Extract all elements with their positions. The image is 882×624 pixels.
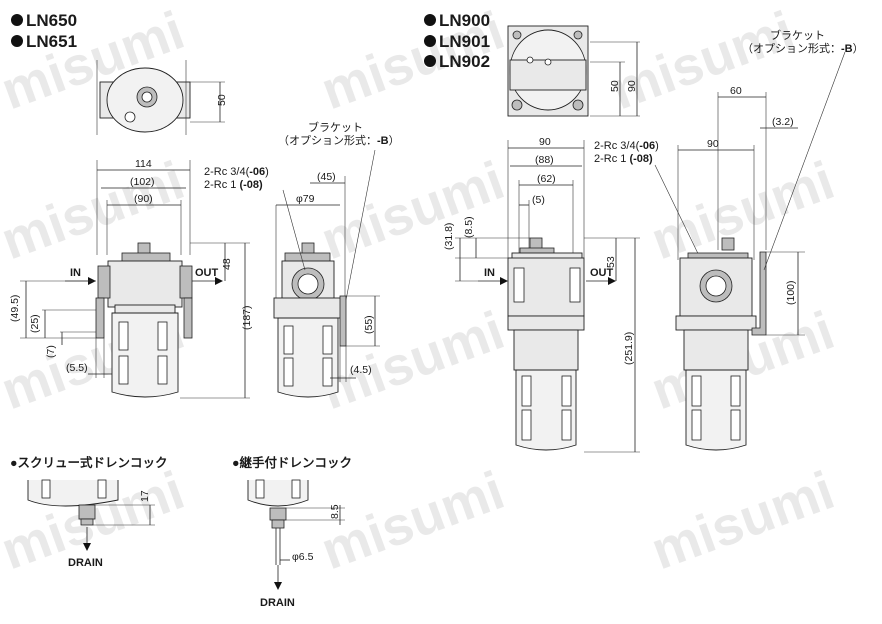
dim-label: (62)	[537, 173, 556, 185]
section-title: ●スクリュー式ドレンコック	[10, 455, 168, 470]
bracket-note-large: ブラケット （オプション形式：-B）	[742, 28, 864, 55]
large-top-view: 50 90	[507, 25, 640, 117]
model-name: LN902	[439, 52, 490, 71]
dim-label: (31.8)	[443, 223, 455, 250]
flow-out-label: OUT	[195, 267, 219, 279]
dim-label: (5)	[532, 194, 545, 206]
flow-in-label: IN	[484, 267, 495, 279]
drain-fitting-detail: ●継手付ドレンコック 8.5 φ6.5 DRAIN	[232, 455, 352, 609]
dim-label: (100)	[785, 280, 797, 305]
models-large-title: LN900 LN901 LN902	[424, 11, 490, 71]
dim-label: (102)	[130, 176, 155, 188]
small-front-view: 114 (102) (90) IN OUT 48 (187)	[9, 158, 253, 399]
drain-label: DRAIN	[260, 597, 295, 609]
bracket-label-line1: ブラケット	[770, 28, 825, 42]
dim-label: φ6.5	[292, 551, 314, 563]
port-label-line2: 2-Rc 1 (-08)	[204, 179, 263, 191]
dim-label: (55)	[363, 315, 375, 334]
arrow-right-icon	[500, 277, 508, 285]
bullet-icon	[424, 55, 436, 67]
dim-label: 90	[539, 136, 551, 148]
bracket-label-line1: ブラケット	[308, 120, 363, 134]
bracket-note-small: ブラケット （オプション形式：-B）	[278, 120, 400, 147]
models-small-title: LN650 LN651	[11, 11, 77, 51]
flow-in-label: IN	[70, 267, 81, 279]
dim-label: (5.5)	[66, 362, 88, 374]
bullet-icon	[424, 14, 436, 26]
dim-label: 90	[707, 138, 719, 150]
port-label-line1: 2-Rc 3/4(-06)	[594, 140, 659, 152]
dim-label: (49.5)	[9, 295, 21, 322]
bullet-icon	[424, 35, 436, 47]
port-label-line2: 2-Rc 1 (-08)	[594, 153, 653, 165]
arrow-down-icon	[274, 582, 282, 590]
large-front-view: 90 (88) (62) (5) IN OUT (31.8)	[443, 136, 640, 453]
dim-label: (4.5)	[350, 364, 372, 376]
drain-label: DRAIN	[68, 557, 103, 569]
watermark: misumi	[314, 150, 512, 271]
watermark: misumi	[604, 0, 802, 121]
dim-label: (90)	[134, 193, 153, 205]
bracket-label-line2: （オプション形式：-B）	[742, 42, 864, 55]
small-top-view: 50	[96, 60, 228, 135]
dim-label: 90	[626, 80, 638, 92]
dim-label: 50	[609, 80, 621, 92]
watermark: misumi	[644, 460, 842, 581]
bullet-icon	[11, 35, 23, 47]
model-name: LN900	[439, 11, 490, 30]
model-name: LN651	[26, 32, 77, 51]
watermark: misumi	[314, 460, 512, 581]
dim-label: 114	[135, 158, 152, 170]
port-note-small: 2-Rc 3/4(-06) 2-Rc 1 (-08)	[204, 166, 269, 191]
dim-label: (7)	[45, 345, 57, 358]
dim-label: (25)	[29, 314, 41, 333]
dim-label: 17	[139, 490, 151, 502]
dim-label: (8.5)	[463, 216, 475, 238]
model-name: LN650	[26, 11, 77, 30]
bullet-icon	[11, 14, 23, 26]
arrow-right-icon	[608, 277, 616, 285]
dim-label: (45)	[317, 171, 336, 183]
dim-label: (88)	[535, 154, 554, 166]
dim-label: φ79	[296, 193, 315, 205]
dim-label: 60	[730, 85, 742, 97]
arrow-down-icon	[83, 543, 91, 551]
dim-label: (251.9)	[623, 332, 635, 365]
dim-label: 8.5	[329, 504, 341, 519]
dim-label: 53	[605, 256, 617, 268]
dim-label: 48	[221, 258, 233, 270]
dim-label: (3.2)	[772, 116, 794, 128]
bracket-label-line2: （オプション形式：-B）	[278, 134, 400, 147]
flow-out-label: OUT	[590, 267, 614, 279]
large-side-view: 60 (3.2) 90 (100)	[675, 51, 846, 451]
drain-screw-detail: ●スクリュー式ドレンコック 17 DRAIN	[10, 455, 168, 569]
small-side-view: (45) φ79 (55) (4.5)	[273, 149, 380, 398]
model-name: LN901	[439, 32, 490, 51]
section-title: ●継手付ドレンコック	[232, 455, 352, 470]
dim-label: (187)	[241, 305, 253, 330]
arrow-right-icon	[215, 277, 223, 285]
port-note-large: 2-Rc 3/4(-06) 2-Rc 1 (-08)	[594, 140, 706, 269]
port-label-line1: 2-Rc 3/4(-06)	[204, 166, 269, 178]
dim-label: 50	[216, 94, 228, 106]
